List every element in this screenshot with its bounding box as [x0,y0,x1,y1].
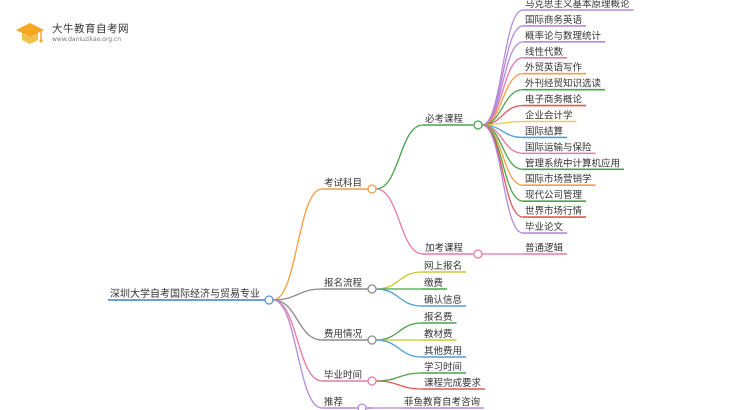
brand-logo: 大牛教育自考网 www.daniuzikao.org.cn [14,18,154,50]
branch-feiyong-label: 费用情况 [324,328,363,340]
leaf-biye-1-label: 课程完成要求 [424,377,482,389]
leaf-bikao-14-label: 毕业论文 [525,221,564,233]
connector-baoming-leaf-2 [375,288,423,307]
leaf-feiyong-0-label: 报名费 [424,311,453,323]
connector-bikao-leaf-2 [481,41,524,126]
connector-lines [272,9,524,409]
leaf-feiyong-2-label: 其他费用 [424,345,462,357]
leaf-bikao-10-label: 管理系统中计算机应用 [525,157,620,169]
leaf-bikao-7-label: 企业会计学 [525,110,573,122]
leaf-baoming-0-label: 网上报名 [424,260,462,272]
leaf-bikao-0-label: 马克思主义基本原理概论 [525,0,630,10]
brand-name: 大牛教育自考网 [52,23,129,35]
node-collapse-toggles [264,120,483,410]
leaf-bikao-5-label: 外刊经贸知识选读 [525,78,602,90]
branch-biye-collapse-toggle[interactable] [367,376,377,386]
branch-tuijian-label: 推荐 [324,396,344,408]
connector-root-to-feiyong [272,299,323,341]
sub-bikao-label: 必考课程 [425,113,464,125]
connector-biye-leaf-0 [375,372,423,382]
branch-kaoshi-label: 考试科目 [324,177,362,189]
leaf-baoming-2-label: 确认信息 [424,294,462,306]
connector-baoming-leaf-0 [375,271,423,290]
branch-feiyong-collapse-toggle[interactable] [367,335,377,345]
connector-root-to-biye [272,299,323,382]
leaf-biye-0-label: 学习时间 [424,361,462,373]
sub-bikao-collapse-toggle[interactable] [473,120,483,130]
branch-baoming-label: 报名流程 [324,277,363,289]
branch-tuijian-collapse-toggle[interactable] [357,403,367,410]
leaf-bikao-13-label: 世界市场行情 [525,205,583,217]
leaf-feiyong-1-label: 教材费 [424,328,453,340]
connector-feiyong-leaf-2 [375,339,423,358]
sub-jiakao-collapse-toggle[interactable] [473,249,483,259]
node-labels: 深圳大学自考国际经济与贸易专业 考试科目 必考课程 马克思主义基本原理概论国际商务英语… [110,0,630,408]
connector-kaoshi-to-jiakao [375,188,424,255]
sub-jiakao-label: 加考课程 [425,243,464,254]
node-underlines [108,9,634,409]
leaf-bikao-1-label: 国际商务英语 [525,14,583,26]
leaf-jiakao-0-label: 普通逻辑 [525,242,564,254]
root-node-collapse-toggle[interactable] [264,295,274,305]
leaf-bikao-9-label: 国际运输与保险 [525,141,592,153]
connector-root-to-kaoshi [272,188,323,301]
branch-biye-label: 毕业时间 [324,369,362,381]
connector-kaoshi-to-bikao [375,124,424,190]
connector-root-to-baoming [272,288,323,301]
leaf-tuijian-0-label: 菲鱼教育自考咨询 [404,396,480,408]
connector-bikao-leaf-5 [481,89,524,126]
leaf-bikao-11-label: 国际市场营销学 [525,173,592,185]
leaf-bikao-12-label: 现代公司管理 [525,189,583,201]
brand-url: www.daniuzikao.org.cn [52,36,122,43]
root-node-label: 深圳大学自考国际经济与贸易专业 [110,287,260,300]
branch-kaoshi-collapse-toggle[interactable] [367,184,377,194]
connector-biye-leaf-1 [375,380,423,390]
leaf-baoming-1-label: 缴费 [424,277,443,289]
connector-root-to-tuijian [272,299,323,409]
graduation-cap-icon [16,23,44,44]
connector-bikao-leaf-14 [481,124,524,234]
leaf-bikao-4-label: 外贸英语写作 [525,62,583,74]
leaf-bikao-8-label: 国际结算 [525,125,563,137]
connector-feiyong-leaf-0 [375,322,423,341]
leaf-bikao-3-label: 线性代数 [525,46,564,58]
branch-baoming-collapse-toggle[interactable] [367,284,377,294]
leaf-bikao-6-label: 电子商务概论 [525,94,583,106]
leaf-bikao-2-label: 概率论与数理统计 [525,30,602,42]
